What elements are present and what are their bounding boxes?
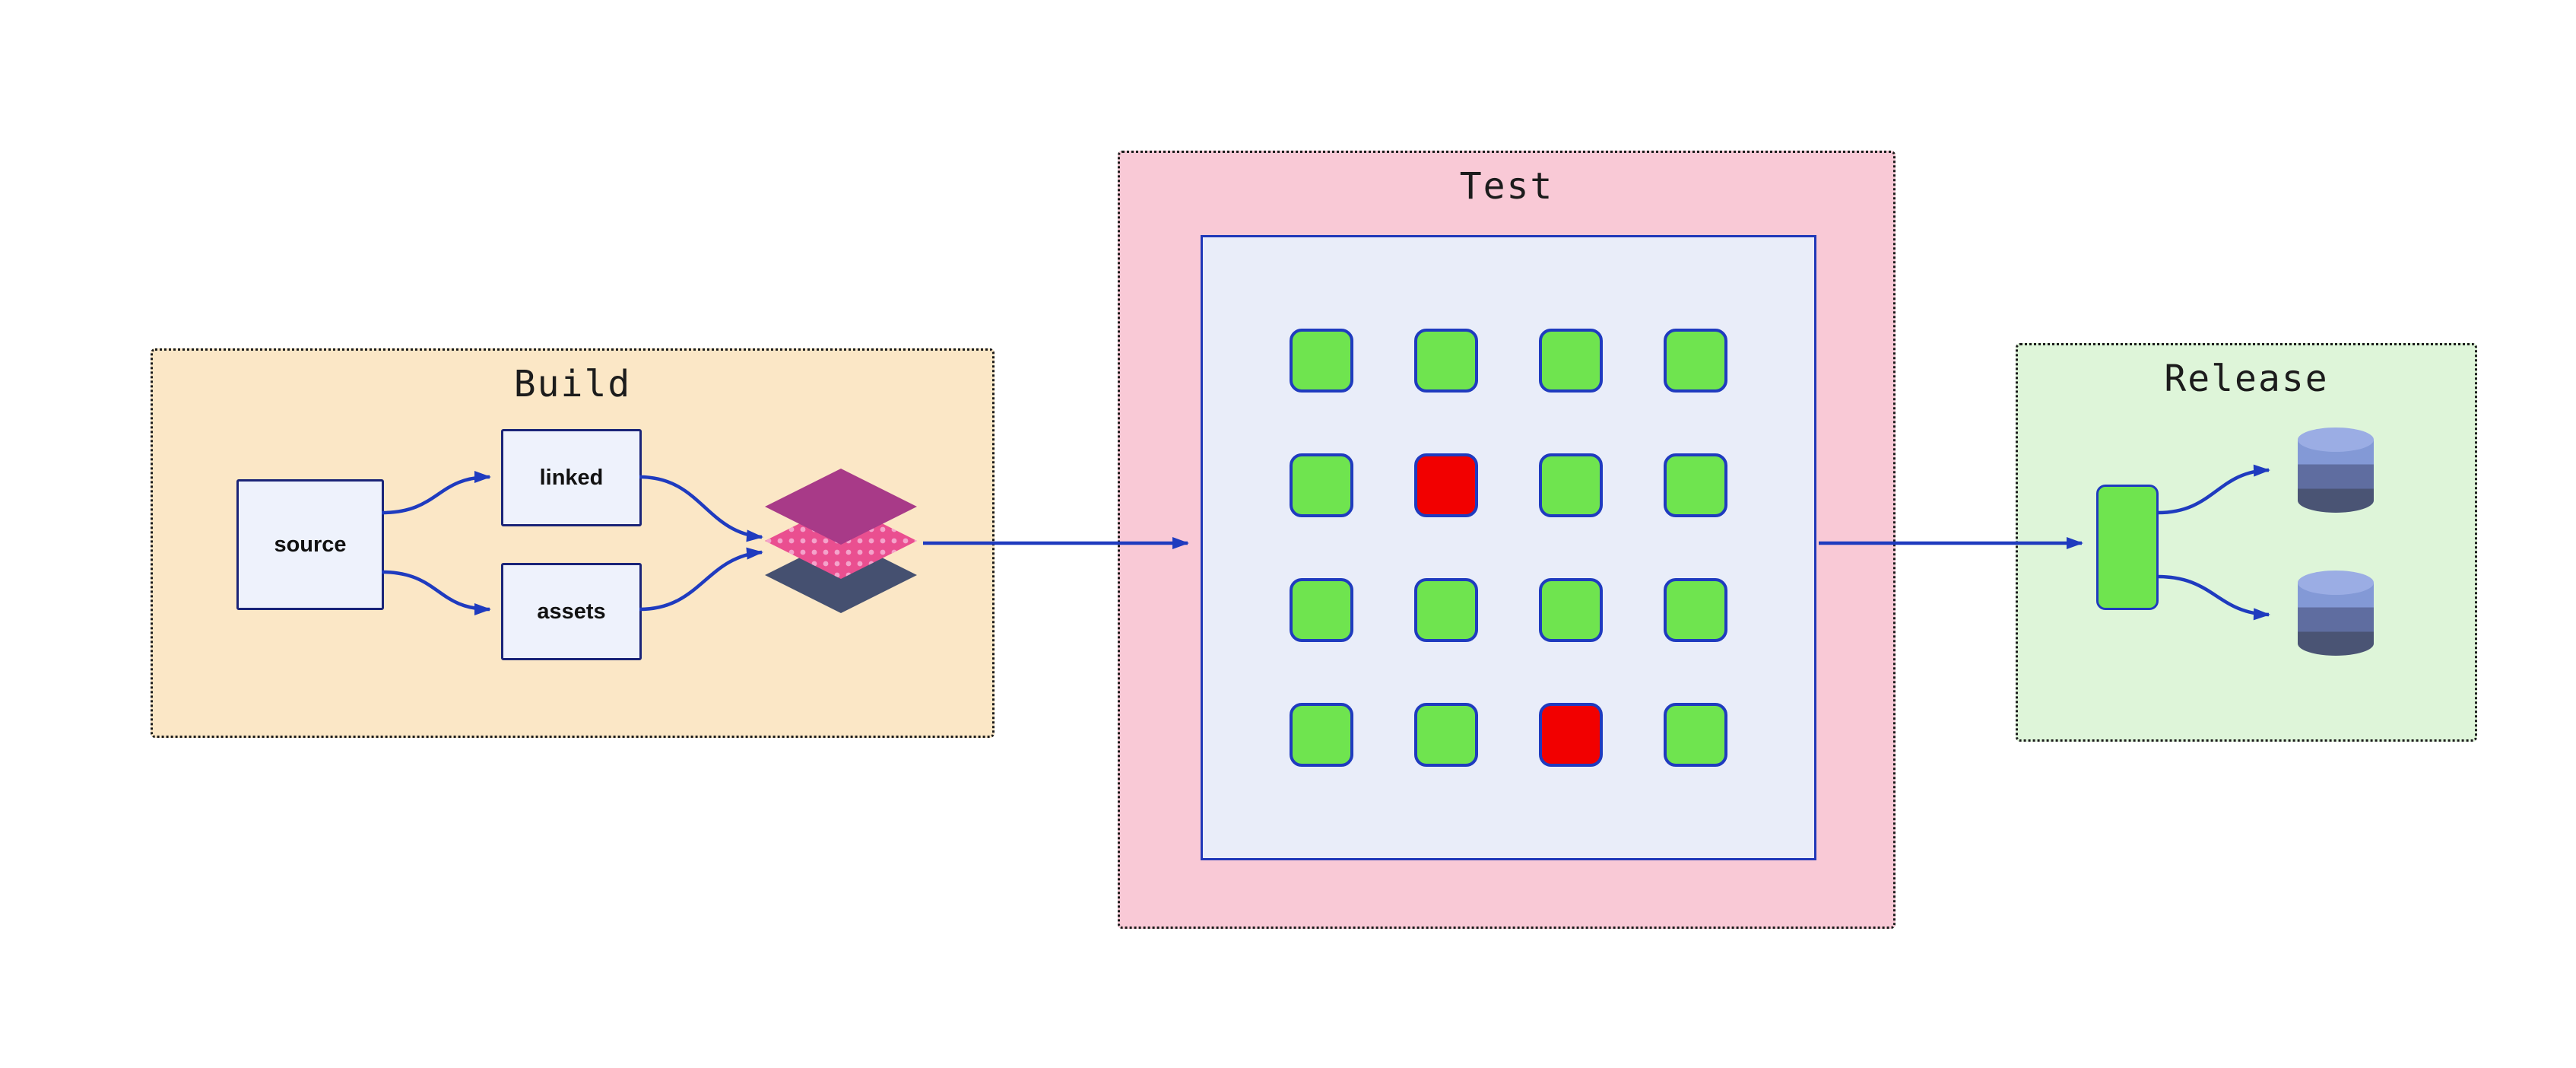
package-icon (2096, 485, 2159, 610)
test-stage-title: Test (1459, 165, 1554, 208)
assets-node-label: assets (537, 599, 606, 624)
test-cell-pass (1290, 703, 1353, 767)
source-node-label: source (274, 532, 347, 557)
release-stage: Release (2016, 343, 2477, 742)
test-cell-pass (1414, 703, 1478, 767)
test-cell-pass (1414, 329, 1478, 393)
linked-node-label: linked (539, 465, 604, 490)
test-cell-pass (1539, 453, 1603, 517)
build-stage: Build source linked assets (151, 348, 995, 738)
database-icon (2298, 428, 2374, 513)
linked-node: linked (501, 429, 642, 526)
test-cell-pass (1664, 578, 1727, 642)
layer-stack-icon (765, 469, 917, 613)
test-cell-fail (1539, 703, 1603, 767)
test-cell-pass (1290, 578, 1353, 642)
test-cell-fail (1414, 453, 1478, 517)
test-stage: Test (1118, 151, 1896, 929)
test-cell-pass (1539, 578, 1603, 642)
test-cell-pass (1664, 329, 1727, 393)
test-cell-pass (1664, 703, 1727, 767)
test-cell-pass (1290, 329, 1353, 393)
assets-node: assets (501, 563, 642, 660)
test-cell-pass (1664, 453, 1727, 517)
release-stage-title: Release (2164, 358, 2329, 400)
build-stage-title: Build (513, 363, 632, 405)
test-panel (1201, 235, 1816, 860)
source-node: source (236, 479, 384, 610)
test-cell-pass (1290, 453, 1353, 517)
test-cell-pass (1539, 329, 1603, 393)
database-icon (2298, 571, 2374, 656)
test-grid (1290, 329, 1727, 767)
test-cell-pass (1414, 578, 1478, 642)
